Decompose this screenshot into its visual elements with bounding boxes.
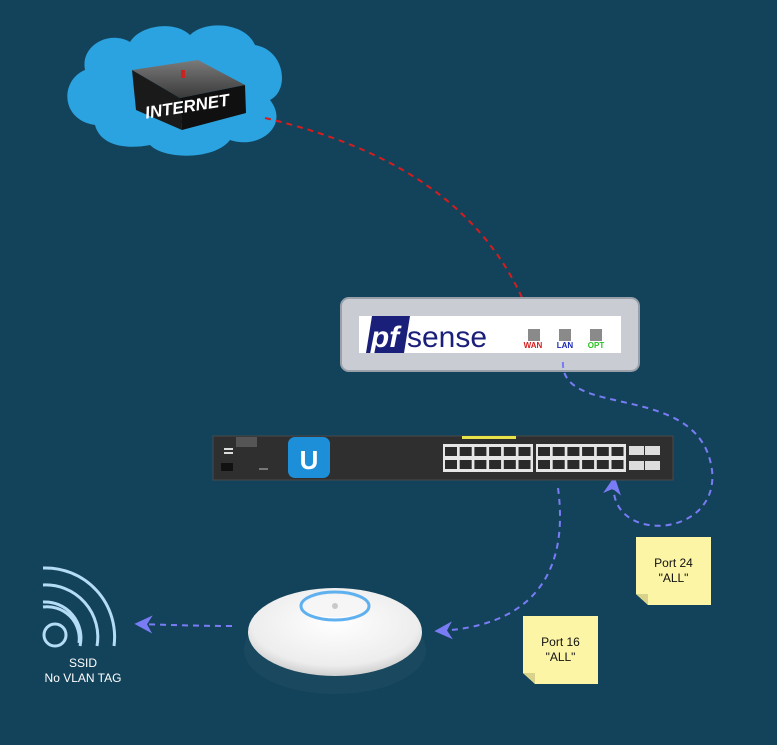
switch-port-15[interactable] xyxy=(567,447,580,456)
router-port-opt-label: OPT xyxy=(588,341,605,350)
wifi-icon xyxy=(42,566,117,648)
note-port24-line1: Port 24 xyxy=(654,556,693,570)
pfsense-router[interactable]: pf sense WAN LAN OPT xyxy=(340,297,640,372)
router-port-wan-label: WAN xyxy=(524,341,543,350)
router-port-lan[interactable]: LAN xyxy=(557,329,574,350)
unifi-logo-icon: U xyxy=(288,437,330,478)
switch-port-3[interactable] xyxy=(474,447,487,456)
note-port16-line2: "ALL" xyxy=(545,650,576,664)
ssid-label-line1: SSID xyxy=(68,656,97,670)
wan-link xyxy=(264,117,537,329)
switch-sfp-ports xyxy=(629,446,660,470)
router-port-opt[interactable]: OPT xyxy=(588,329,605,350)
switch-port-8[interactable] xyxy=(459,460,472,469)
switch-port-6[interactable] xyxy=(518,447,531,456)
internet-box-icon: INTERNET xyxy=(132,60,246,130)
switch-port-group xyxy=(443,444,533,472)
switch-port-19[interactable] xyxy=(538,460,550,469)
lan-link-port24 xyxy=(561,361,714,527)
switch-port-11[interactable] xyxy=(503,460,516,469)
note-fold xyxy=(636,594,648,605)
switch-port-4[interactable] xyxy=(489,447,502,456)
router-port-wan[interactable]: WAN xyxy=(524,329,543,350)
unifi-access-point[interactable] xyxy=(244,588,426,694)
switch-port-24[interactable] xyxy=(611,460,624,469)
switch-port-17[interactable] xyxy=(596,447,609,456)
switch-port-1[interactable] xyxy=(445,447,457,456)
switch-port-23[interactable] xyxy=(596,460,609,469)
switch-port-20[interactable] xyxy=(552,460,565,469)
switch-port-2[interactable] xyxy=(459,447,472,456)
switch-port-14[interactable] xyxy=(552,447,565,456)
switch-port-13[interactable] xyxy=(538,447,550,456)
pfsense-logo-pf: pf xyxy=(370,321,402,354)
switch-port-21[interactable] xyxy=(567,460,580,469)
router-port-lan-label: LAN xyxy=(557,341,574,350)
link-port16 xyxy=(434,487,562,640)
pfsense-logo-sense: sense xyxy=(407,321,487,354)
switch-port-12[interactable] xyxy=(518,460,531,469)
switch-port-5[interactable] xyxy=(503,447,516,456)
switch-port-group xyxy=(536,444,626,472)
switch-port-18[interactable] xyxy=(611,447,624,456)
switch-port-10[interactable] xyxy=(489,460,502,469)
link-ssid xyxy=(134,615,233,634)
switch-ports xyxy=(443,444,626,472)
note-fold xyxy=(523,673,535,684)
unifi-logo-letter: U xyxy=(300,445,319,475)
ssid-label: SSID No VLAN TAG xyxy=(23,656,143,686)
note-port24-line2: "ALL" xyxy=(658,571,689,585)
switch-port-16[interactable] xyxy=(582,447,595,456)
ssid-label-line2: No VLAN TAG xyxy=(44,671,122,685)
switch-port-7[interactable] xyxy=(445,460,457,469)
pfsense-logo: pf sense xyxy=(366,316,487,354)
unifi-switch[interactable]: U xyxy=(212,435,674,481)
switch-port-22[interactable] xyxy=(582,460,595,469)
note-port16-line1: Port 16 xyxy=(541,635,580,649)
note-port16: Port 16 "ALL" xyxy=(523,616,598,684)
note-port24: Port 24 "ALL" xyxy=(636,537,711,605)
switch-port-9[interactable] xyxy=(474,460,487,469)
